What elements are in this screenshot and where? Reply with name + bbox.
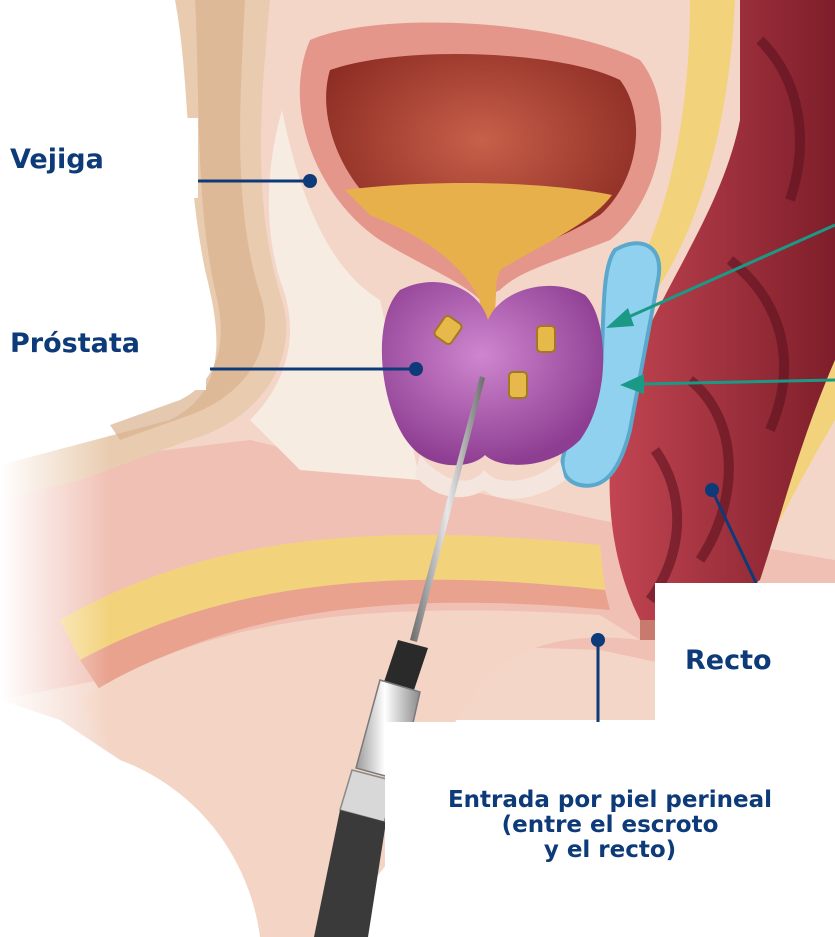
seed (509, 372, 527, 398)
bladder-dot (303, 174, 317, 188)
seed (537, 326, 555, 352)
bladder-label: Vejiga (0, 118, 198, 198)
perineum-dot (591, 633, 605, 647)
prostate-dot (409, 362, 423, 376)
prostate-label: Próstata (0, 300, 206, 390)
rectum-dot (705, 483, 719, 497)
entry-label-line-3: y el recto) (385, 838, 835, 863)
perineal-entry-label: Entrada por piel perineal (entre el escr… (385, 722, 835, 937)
entry-label-line-2: (entre el escroto (385, 813, 835, 838)
rectum-label: Recto (655, 583, 835, 723)
entry-label-line-1: Entrada por piel perineal (385, 788, 835, 813)
fade-overlay (0, 380, 110, 800)
